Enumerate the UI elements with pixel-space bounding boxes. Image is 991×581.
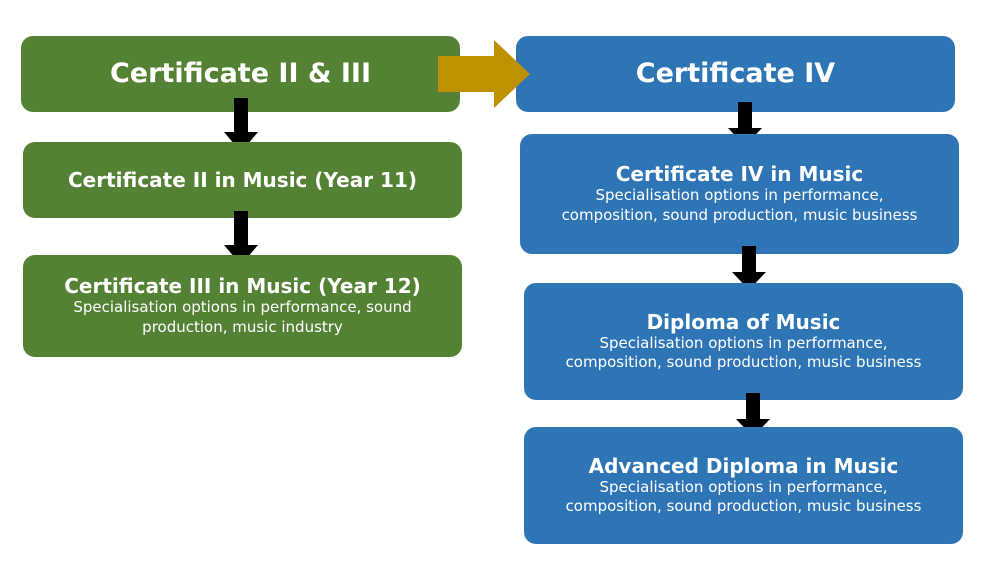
cert-iii-desc: Specialisation options in performance, s… bbox=[73, 298, 412, 336]
advanced-diploma-box: Advanced Diploma in Music Specialisation… bbox=[524, 427, 963, 544]
cert-ii-title: Certificate II in Music (Year 11) bbox=[67, 167, 418, 192]
cert-iv-header: Certificate IV bbox=[516, 36, 955, 112]
diploma-desc: Specialisation options in performance, c… bbox=[565, 333, 922, 372]
down-arrow-icon bbox=[224, 98, 258, 152]
down-arrow-icon bbox=[736, 393, 770, 437]
cert-iii-box: Certificate III in Music (Year 12) Speci… bbox=[23, 255, 462, 357]
diploma-box: Diploma of Music Specialisation options … bbox=[524, 283, 963, 400]
cert-iv-header-label: Certificate IV bbox=[635, 58, 836, 90]
right-arrow-icon bbox=[438, 40, 530, 108]
cert-iii-title: Certificate III in Music (Year 12) bbox=[64, 274, 421, 298]
down-arrow-icon bbox=[732, 246, 766, 290]
advanced-diploma-desc: Specialisation options in performance, c… bbox=[565, 477, 922, 516]
cert-iv-box: Certificate IV in Music Specialisation o… bbox=[520, 134, 959, 254]
advanced-diploma-title: Advanced Diploma in Music bbox=[588, 453, 899, 478]
diploma-title: Diploma of Music bbox=[646, 309, 841, 334]
cert-ii-box: Certificate II in Music (Year 11) bbox=[23, 142, 462, 218]
cert-ii-iii-header-label: Certificate II & III bbox=[109, 58, 372, 90]
cert-iv-title: Certificate IV in Music bbox=[615, 162, 864, 186]
down-arrow-icon bbox=[224, 211, 258, 265]
cert-iv-desc: Specialisation options in performance, c… bbox=[561, 186, 918, 224]
